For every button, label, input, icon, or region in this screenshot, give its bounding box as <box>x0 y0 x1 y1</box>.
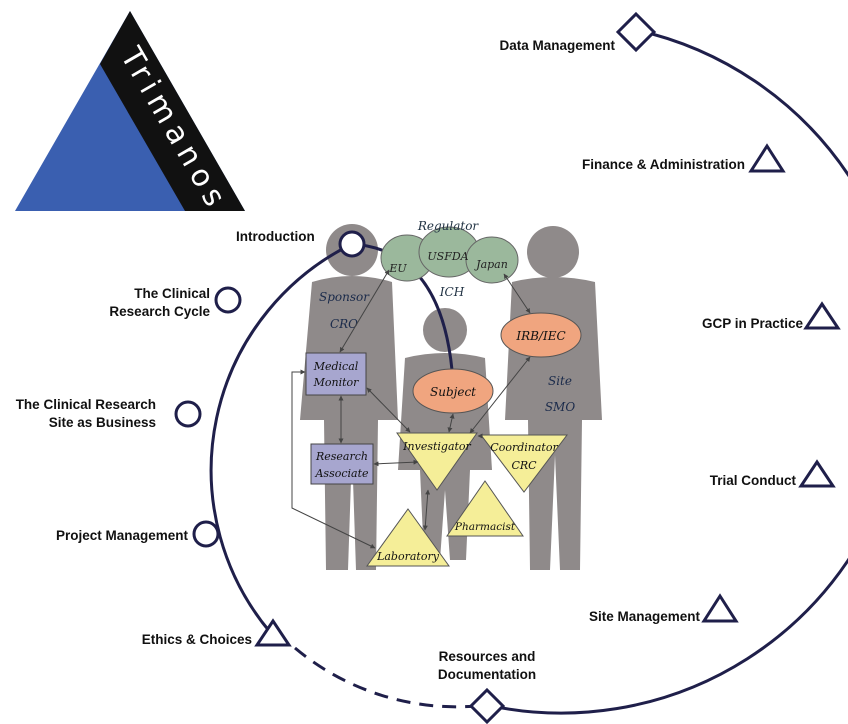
investigator-label: Investigator <box>402 440 471 453</box>
nav-clinical-research-cycle-line1: The Clinical <box>134 286 210 301</box>
medical-monitor-box: Medical Monitor <box>305 352 367 396</box>
eu-label: EU <box>388 262 407 275</box>
subject-label: Subject <box>430 385 476 399</box>
diagram-connectors <box>291 269 531 549</box>
ethics-choices-triangle-icon[interactable] <box>254 618 292 647</box>
irb-iec-label: IRB/IEC <box>515 329 565 343</box>
nav-trial-conduct[interactable]: Trial Conduct <box>709 473 796 488</box>
resources-documentation-diamond-icon[interactable] <box>468 687 506 724</box>
ring-markers[interactable] <box>174 11 841 724</box>
gcp-in-practice-triangle-icon[interactable] <box>803 301 841 330</box>
pharmacist-node: Pharmacist <box>446 480 524 537</box>
site-label: Site <box>548 374 572 388</box>
japan-node <box>465 236 519 284</box>
nav-gcp-in-practice[interactable]: GCP in Practice <box>701 316 803 331</box>
nav-finance-administration[interactable]: Finance & Administration <box>581 157 745 172</box>
trial-conduct-triangle-icon[interactable] <box>798 459 836 488</box>
crc-label: CRC <box>511 459 537 472</box>
data-management-diamond-icon[interactable] <box>615 11 657 53</box>
coordinator-node: Coordinator CRC <box>479 434 569 493</box>
nav-site-management[interactable]: Site Management <box>588 609 700 624</box>
nav-site-as-business-line2: Site as Business <box>48 414 156 430</box>
irb-iec-node: IRB/IEC <box>500 312 582 358</box>
nav-clinical-research-cycle-line2: Research Cycle <box>109 303 210 319</box>
pharmacist-label: Pharmacist <box>454 521 516 533</box>
usfda-label: USFDA <box>427 250 468 263</box>
medical-monitor-line2: Monitor <box>313 376 360 389</box>
laboratory-node: Laboratory <box>366 508 450 567</box>
regulator-label: Regulator <box>417 219 480 233</box>
nav-site-as-business[interactable]: The Clinical Research Site as Business <box>10 396 156 431</box>
introduction-circle-icon[interactable] <box>338 230 366 258</box>
smo-label: SMO <box>545 400 576 414</box>
japan-label: Japan <box>474 258 508 271</box>
nav-project-management[interactable]: Project Management <box>55 528 188 543</box>
laboratory-label: Laboratory <box>376 550 440 563</box>
site-as-business-circle-icon[interactable] <box>174 400 202 428</box>
project-management-circle-icon[interactable] <box>192 520 220 548</box>
nav-clinical-research-cycle[interactable]: The Clinical Research Cycle <box>80 285 210 320</box>
regulator-cluster: Regulator EU USFDA Japan ICH <box>380 219 519 299</box>
subject-node: Subject <box>412 368 494 414</box>
process-ring <box>209 28 848 715</box>
trimanos-logo: Trimanos <box>15 11 245 218</box>
finance-administration-triangle-icon[interactable] <box>748 143 786 173</box>
clinical-research-cycle-circle-icon[interactable] <box>214 286 242 314</box>
logo-black-band <box>100 11 245 211</box>
nav-resources-documentation-line2: Documentation <box>437 666 537 682</box>
site-management-triangle-icon[interactable] <box>701 593 739 623</box>
medical-monitor-line1: Medical <box>313 360 359 373</box>
research-associate-box: Research Associate <box>310 443 374 485</box>
nav-introduction[interactable]: Introduction <box>236 229 315 244</box>
sponsor-label: Sponsor <box>319 290 370 304</box>
nav-resources-documentation-line1: Resources and <box>438 649 536 664</box>
coordinator-label: Coordinator <box>490 441 558 454</box>
nav-site-as-business-line1: The Clinical Research <box>15 397 156 412</box>
research-associate-line2: Associate <box>314 467 369 480</box>
research-associate-line1: Research <box>315 450 368 463</box>
ich-label: ICH <box>439 285 465 299</box>
nav-ethics-choices[interactable]: Ethics & Choices <box>141 632 252 647</box>
nav-resources-documentation[interactable]: Resources and Documentation <box>420 648 554 683</box>
nav-data-management[interactable]: Data Management <box>499 38 615 53</box>
